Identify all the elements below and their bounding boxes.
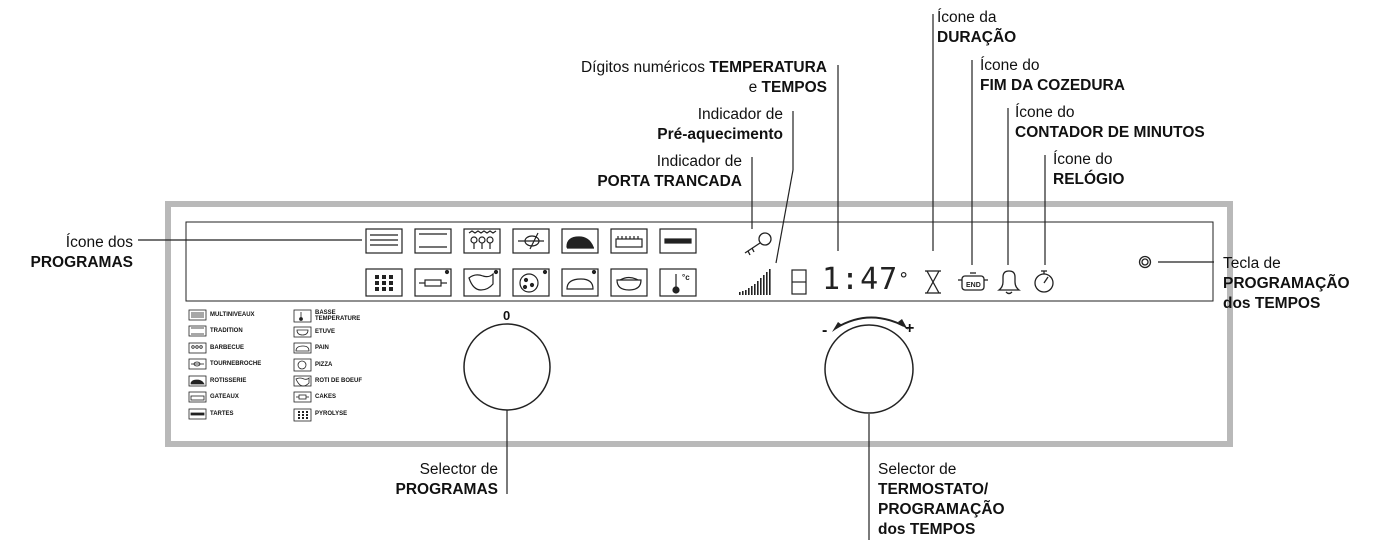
label-digitos-numericos: Dígitos numéricos TEMPERATURA e TEMPOS [580,59,827,96]
legend-multiniveaux: MULTINIVEAUX [210,312,255,318]
tartes-icon [659,228,697,254]
legend-pain: PAIN [315,345,329,351]
temperature-time-digits: 1:47° [822,263,910,297]
tournebroche-icon [512,228,550,254]
empty-digit [791,269,807,295]
thermostat-plus: + [905,320,915,337]
arrow-right-head [898,319,908,330]
end-label: END [966,282,981,289]
roti-de-boeuf-icon [463,268,501,297]
bell-icon [997,270,1021,295]
label-tecla-programacao: Tecla de PROGRAMAÇÃO dos TEMPOS [1223,255,1350,312]
preheat-bars-icon [739,269,771,295]
basse-temperature-icon: °c [659,268,697,297]
legend-tournebroche: TOURNEBROCHE [210,361,262,367]
pain-icon [561,268,599,297]
legend-etuve: ETUVE [315,329,336,335]
top-row-icons [365,228,697,254]
legend-barbecue: BARBECUE [210,345,245,351]
tradition-icon [414,228,452,254]
label-programas-icon: Ícone dos PROGRAMAS [30,234,133,271]
legend-gateaux: GATEAUX [210,394,239,400]
panel-frame [165,201,1233,447]
programming-key-icon [1138,255,1152,269]
barbecue-icon [463,228,501,254]
thermostat-knob [824,324,914,414]
svg-text:°c: °c [682,273,690,282]
cakes-icon [414,268,452,297]
label-relogio: Ícone do RELÓGIO [1053,151,1125,188]
label-selector-termostato: Selector de TERMOSTATO/ PROGRAMAÇÃO dos … [878,461,1005,538]
multiniveaux-icon [365,228,403,254]
key-icon [744,232,772,256]
legend-cakes: CAKES [315,394,337,400]
label-duracao: Ícone da DURAÇÃO [937,9,1017,46]
legend-rotisserie: ROTISSERIE [210,378,247,384]
gateaux-icon [610,228,648,254]
legend-tartes: TARTES [210,411,234,417]
legend-pyrolyse: PYROLYSE [315,411,348,417]
programs-knob-zero: 0 [503,308,511,323]
legend-tradition: TRADITION [210,328,243,334]
pyrolyse-icon [365,268,403,297]
rotation-arrow [835,316,905,329]
programs-knob [463,323,551,411]
end-pot-icon [958,272,988,291]
arrow-left-head [832,322,842,332]
bottom-row-icons: °c [365,268,697,297]
legend-roti-de-boeuf: ROTI DE BOEUF [315,378,363,384]
label-contador-de-minutos: Ícone do CONTADOR DE MINUTOS [1015,104,1205,141]
legend-right-icons [293,309,312,422]
thermostat-minus: - [822,322,828,339]
display-window [185,221,1214,302]
rotisserie-icon [561,228,599,254]
degree-symbol: ° [898,269,911,290]
label-fim-da-cozedura: Ícone do FIM DA COZEDURA [980,57,1125,94]
leader-preaquec-diag [775,169,794,264]
legend-basse-temperature: BASSE TEMPERATURE [315,310,361,322]
hourglass-icon [925,270,941,294]
label-pre-aquecimento: Indicador de Pré-aquecimento [657,106,783,143]
label-selector-programas: Selector de PROGRAMAS [395,461,498,498]
legend-left-icons [188,309,207,420]
label-porta-trancada: Indicador de PORTA TRANCADA [597,153,742,190]
legend-pizza: PIZZA [315,362,333,368]
etuve-icon [610,268,648,297]
pizza-icon [512,268,550,297]
stopwatch-icon [1034,270,1054,293]
leader-lines [138,14,1214,540]
digits-value: 1:47 [822,262,899,297]
